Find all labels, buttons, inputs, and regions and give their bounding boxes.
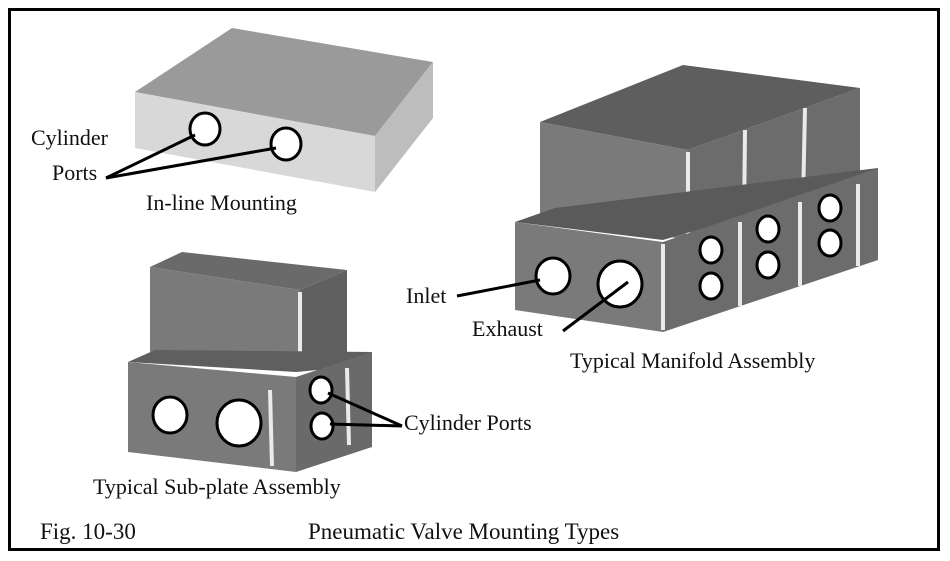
inline-ports-label-line2: Ports xyxy=(52,160,97,185)
manifold-inlet-port xyxy=(534,256,572,296)
subplate-base-seam-1 xyxy=(268,389,274,467)
manifold-inlet-label: Inlet xyxy=(406,283,446,308)
subplate-caption: Typical Sub-plate Assembly xyxy=(93,474,341,499)
inline-leader-line-2 xyxy=(105,146,277,180)
manifold-side-port-4 xyxy=(755,250,781,280)
manifold-side-port-1 xyxy=(698,235,724,265)
manifold-side-port-6 xyxy=(817,228,843,258)
subplate-cylinder-port-2 xyxy=(309,411,335,441)
manifold-side-port-3 xyxy=(755,214,781,244)
subplate-valve-front xyxy=(150,267,300,372)
manifold-base-top xyxy=(515,168,878,240)
subplate-front-port-1 xyxy=(151,395,189,435)
figure-number: Fig. 10-30 xyxy=(40,519,136,544)
inline-cylinder-port-1 xyxy=(188,111,222,147)
manifold-caption: Typical Manifold Assembly xyxy=(570,348,815,373)
manifold-inlet-leader xyxy=(456,278,541,298)
subplate-cylinder-port-1 xyxy=(308,375,334,405)
inline-ports-label-line1: Cylinder xyxy=(31,125,109,150)
subplate-front-port-2 xyxy=(215,398,263,448)
subplate-leader-line-2 xyxy=(329,422,403,428)
subplate-valve-top xyxy=(150,252,347,290)
manifold-exhaust-leader xyxy=(562,280,629,333)
manifold-side-port-2 xyxy=(698,271,724,301)
subplate-base-seam-2 xyxy=(345,367,351,446)
subplate-valve-side xyxy=(300,270,347,372)
manifold-valves-top xyxy=(540,65,860,150)
inline-block-top xyxy=(135,28,433,136)
subplate-base-front xyxy=(128,362,296,472)
manifold-side-port-5 xyxy=(817,193,843,223)
subplate-leader-line-1 xyxy=(327,391,403,428)
subplate-base-top xyxy=(128,350,372,372)
subplate-ports-label: Cylinder Ports xyxy=(404,410,532,435)
manifold-exhaust-label: Exhaust xyxy=(472,316,543,341)
inline-valve-block xyxy=(105,28,433,192)
inline-leader-line-1 xyxy=(105,133,196,180)
figure-title: Pneumatic Valve Mounting Types xyxy=(308,519,619,544)
inline-caption: In-line Mounting xyxy=(146,190,297,215)
inline-block-side xyxy=(375,62,433,192)
manifold-assembly xyxy=(456,65,878,333)
inline-cylinder-port-2 xyxy=(269,126,303,162)
subplate-assembly xyxy=(128,252,403,472)
